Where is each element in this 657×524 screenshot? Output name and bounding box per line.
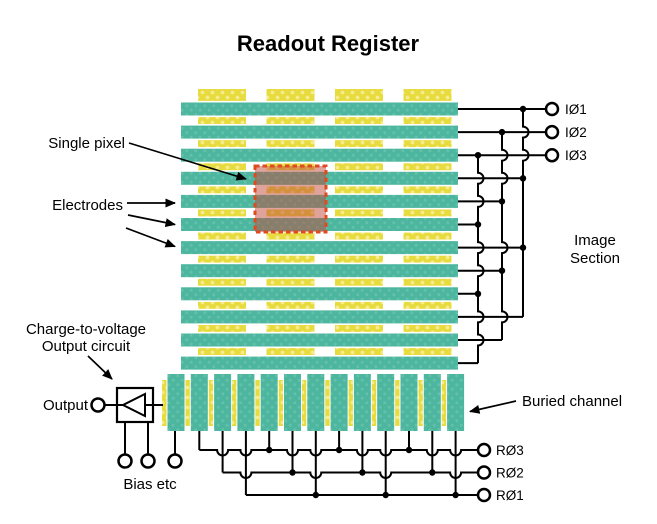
electrodes-label: Electrodes xyxy=(52,197,123,214)
image-section-label-line1: Image xyxy=(574,232,616,249)
single-pixel-border xyxy=(253,164,328,234)
electrode-arrow-3 xyxy=(125,227,176,248)
labels: Readout Register Single pixel Electrodes… xyxy=(26,31,622,503)
junction-dot xyxy=(335,446,343,454)
electrode-row-texture xyxy=(181,241,458,255)
junction-dot xyxy=(519,244,527,251)
register-electrode-texture xyxy=(353,374,371,431)
register-electrode-texture xyxy=(447,374,465,431)
single-pixel-overlay xyxy=(255,166,326,232)
electrode-row-texture xyxy=(181,310,458,324)
clock-terminal xyxy=(476,442,492,458)
junction-dot xyxy=(266,446,273,454)
junction-dot xyxy=(312,491,319,499)
clock-bus-vertical xyxy=(477,155,485,364)
register-electrode-texture xyxy=(214,374,232,431)
buried-channel-arrow xyxy=(469,400,517,414)
electrode-weave xyxy=(162,89,466,431)
junction-dot xyxy=(498,128,506,136)
clock-terminal xyxy=(476,487,492,503)
junction-dot xyxy=(474,221,482,228)
register-electrode-texture xyxy=(260,374,278,431)
junction-dot xyxy=(429,469,436,476)
output-circuit xyxy=(90,386,183,469)
charge-circuit-arrow xyxy=(87,355,113,380)
clock-terminal xyxy=(544,147,560,163)
output-label: Output xyxy=(43,397,89,414)
amplifier-box xyxy=(115,386,155,424)
junction-dot xyxy=(359,469,366,476)
clock-bus-vertical xyxy=(501,132,509,340)
junction-dot xyxy=(452,491,459,499)
bias-label: Bias etc xyxy=(123,476,177,493)
single-pixel-arrow xyxy=(128,142,247,181)
bias-terminal xyxy=(140,453,156,469)
phase-label-io2: IØ2 xyxy=(565,125,587,140)
register-electrode-texture xyxy=(307,374,325,431)
single-pixel-label: Single pixel xyxy=(48,135,125,152)
clock-terminal xyxy=(476,465,492,480)
register-electrode-texture xyxy=(284,374,301,431)
clock-bus-horizontal xyxy=(222,471,478,479)
electrode-row-texture xyxy=(181,333,458,347)
electrode-row-texture xyxy=(181,125,458,139)
image-section-label-line2: Section xyxy=(570,250,620,267)
annotation-arrows xyxy=(87,142,517,414)
phase-label-io3: IØ3 xyxy=(565,148,587,163)
bias-terminal xyxy=(167,453,183,469)
clock-wiring xyxy=(198,101,560,503)
charge-to-voltage-label-line1: Charge-to-voltage xyxy=(26,321,146,338)
charge-to-voltage-label-line2: Output circuit xyxy=(42,338,131,355)
phase-label-io1: IØ1 xyxy=(565,102,587,117)
bias-terminal xyxy=(117,453,133,469)
electrode-row-texture xyxy=(181,148,458,162)
junction-dot xyxy=(519,175,527,182)
junction-dot xyxy=(474,290,482,297)
phase-label-ro2: RØ2 xyxy=(496,466,524,481)
register-electrode-texture xyxy=(167,374,185,431)
clock-bus-vertical xyxy=(522,109,530,317)
junction-dot xyxy=(405,446,413,454)
amplifier-triangle xyxy=(120,392,146,418)
output-terminal xyxy=(90,397,106,413)
electrode-row-texture xyxy=(181,102,458,116)
single-pixel-highlight xyxy=(253,164,328,234)
register-electrode-texture xyxy=(190,374,208,431)
phase-label-ro3: RØ3 xyxy=(496,443,524,458)
buried-channel-label: Buried channel xyxy=(522,393,622,410)
diagram-title: Readout Register xyxy=(237,31,420,56)
junction-dot xyxy=(498,267,506,274)
junction-dot xyxy=(498,198,506,205)
clock-terminal xyxy=(544,124,560,140)
register-electrode-texture xyxy=(330,374,348,431)
junction-dot xyxy=(519,105,527,113)
clock-terminal xyxy=(544,101,560,117)
phase-label-ro1: RØ1 xyxy=(496,488,524,503)
electrode-row-texture xyxy=(181,287,458,301)
junction-dot xyxy=(474,152,482,159)
electrode-row-texture xyxy=(181,264,458,278)
junction-dot xyxy=(289,469,296,476)
register-electrode-texture xyxy=(423,374,441,431)
electrode-row-texture xyxy=(181,356,458,370)
junction-dot xyxy=(382,491,389,499)
register-electrode-texture xyxy=(377,374,395,431)
register-electrode-texture xyxy=(400,374,418,431)
electrode-arrow-2 xyxy=(127,214,176,228)
register-electrode-texture xyxy=(237,374,255,431)
